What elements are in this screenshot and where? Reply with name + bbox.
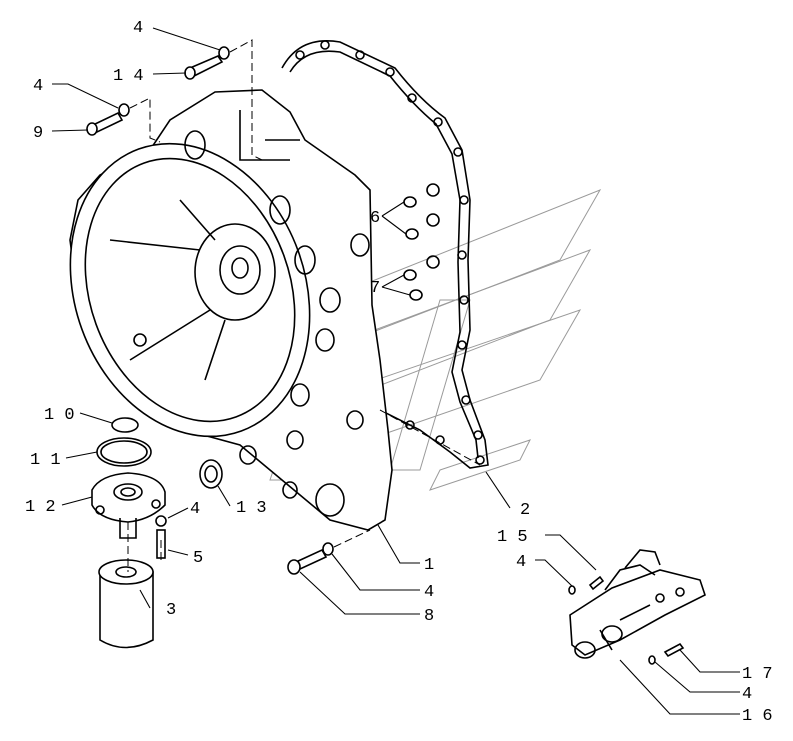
bolt-5 [155,515,167,559]
callout-14: 1 4 [113,67,144,86]
callout-16: 1 6 [742,707,773,726]
callout-3: 3 [166,601,176,620]
filter-head [91,472,166,539]
callout-4: 4 [742,685,752,704]
bolt-8 [287,542,334,575]
callout-17: 1 7 [742,665,773,684]
alignment-dashes [127,39,481,572]
bolt-9 [86,103,130,136]
callout-8: 8 [424,607,434,626]
callout-4: 4 [190,500,200,519]
o-ring-small [111,417,139,433]
callout-12: 1 2 [25,498,56,517]
callout-labels: 4 1 4 4 9 6 7 1 0 1 1 1 2 1 3 4 5 3 2 1 … [25,19,773,726]
transmission-housing [69,89,393,531]
callout-1: 1 [424,556,434,575]
callout-2: 2 [520,501,530,520]
shaft-seal [199,459,223,489]
callout-9: 9 [33,124,43,143]
callout-4: 4 [33,77,43,96]
callout-4: 4 [133,19,143,38]
o-ring-large [96,437,152,467]
callout-6: 6 [370,209,380,228]
leader-lines [51,27,740,715]
callout-11: 1 1 [30,451,61,470]
callout-7: 7 [370,279,380,298]
callout-4: 4 [516,553,526,572]
bracket-assembly [568,549,706,665]
callout-15: 1 5 [497,528,528,547]
callout-5: 5 [193,549,203,568]
washers-6 [403,196,419,240]
callout-4: 4 [424,583,434,602]
bolt-14 [184,46,230,80]
callout-10: 1 0 [44,406,75,425]
callout-13: 1 3 [236,499,267,518]
housing-gasket [281,40,489,469]
oil-filter [98,559,154,649]
washers-7 [403,269,423,301]
